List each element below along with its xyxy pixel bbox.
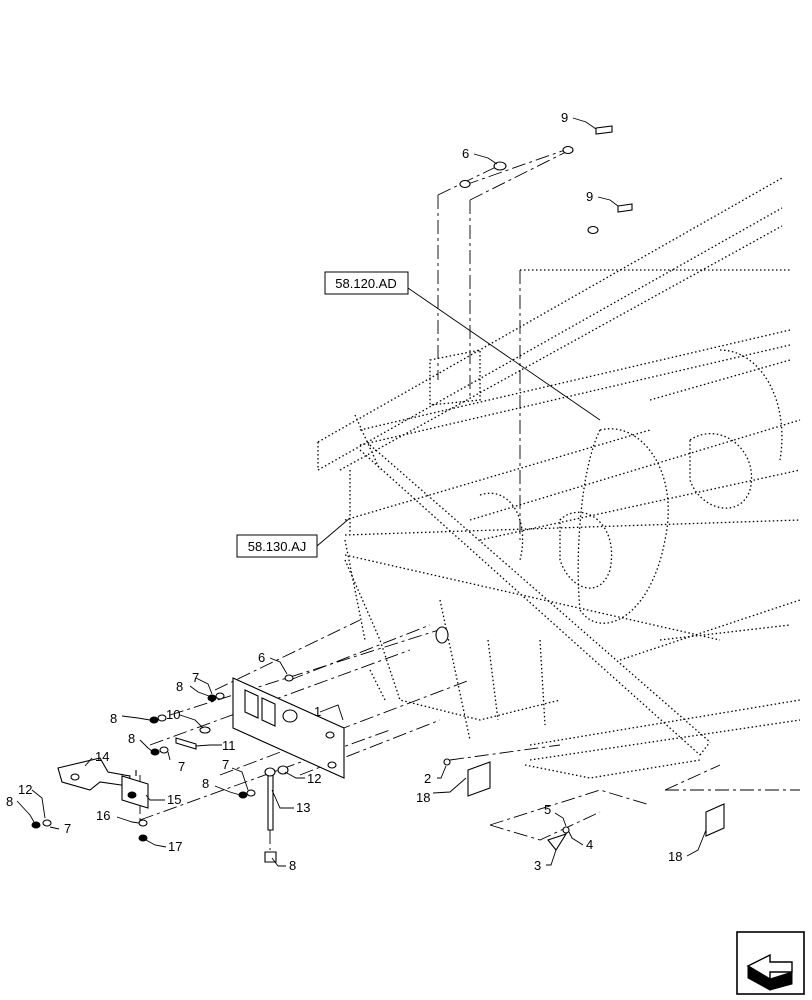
mounting-plate-1 bbox=[232, 677, 345, 779]
pin-11 bbox=[175, 737, 197, 750]
header-frame bbox=[317, 177, 801, 779]
callout-8-d: 8 bbox=[202, 776, 209, 791]
latch-handle-14 bbox=[57, 757, 131, 791]
callout-12-left: 12 bbox=[18, 782, 32, 797]
callout-2: 2 bbox=[424, 771, 431, 786]
latch-block-15 bbox=[121, 770, 149, 809]
callout-1: 1 bbox=[314, 704, 321, 719]
next-page-arrow-icon[interactable] bbox=[736, 931, 805, 995]
reference-box-58-130-aj[interactable]: 58.130.AJ bbox=[236, 534, 318, 558]
leader-58-130-aj bbox=[316, 517, 351, 547]
auger-flights bbox=[469, 349, 801, 624]
callout-leaders bbox=[16, 117, 707, 867]
threaded-rod-13 bbox=[267, 774, 274, 831]
assembly-lines bbox=[139, 149, 800, 850]
callout-18-left: 18 bbox=[416, 790, 430, 805]
bolt-9-lower bbox=[617, 203, 633, 213]
callout-7-a: 7 bbox=[192, 670, 199, 685]
callout-8-c: 8 bbox=[128, 731, 135, 746]
reference-box-58-120-ad[interactable]: 58.120.AD bbox=[324, 271, 409, 295]
small-hardware bbox=[31, 626, 570, 863]
callout-8-b: 8 bbox=[110, 711, 117, 726]
callout-10: 10 bbox=[166, 707, 180, 722]
callout-numbers: 1 2 3 4 5 6 6 7 7 7 7 8 8 8 8 8 8 9 9 10… bbox=[6, 110, 682, 873]
callout-13: 13 bbox=[296, 800, 310, 815]
reference-label: 58.120.AD bbox=[335, 276, 396, 291]
callout-11: 11 bbox=[222, 738, 236, 753]
callout-18-right: 18 bbox=[668, 849, 682, 864]
callout-8-f: 8 bbox=[289, 858, 296, 873]
callout-5: 5 bbox=[544, 802, 551, 817]
decal-18-left bbox=[467, 761, 491, 797]
callout-8-e: 8 bbox=[6, 794, 13, 809]
callout-7-b: 7 bbox=[178, 759, 185, 774]
bolt-9-upper bbox=[595, 125, 613, 135]
callout-9-lower: 9 bbox=[586, 189, 593, 204]
callout-6-upper: 6 bbox=[462, 146, 469, 161]
callout-7-c: 7 bbox=[222, 757, 229, 772]
decal-18-right bbox=[705, 803, 725, 837]
callout-8-a: 8 bbox=[176, 679, 183, 694]
callout-17: 17 bbox=[168, 839, 182, 854]
callout-16: 16 bbox=[96, 808, 110, 823]
reference-label: 58.130.AJ bbox=[248, 539, 307, 554]
callout-3: 3 bbox=[534, 858, 541, 873]
callout-14: 14 bbox=[95, 749, 109, 764]
callout-9-upper: 9 bbox=[561, 110, 568, 125]
callout-4: 4 bbox=[586, 837, 593, 852]
callout-7-d: 7 bbox=[64, 821, 71, 836]
callout-15: 15 bbox=[167, 792, 181, 807]
callout-12-right: 12 bbox=[307, 771, 321, 786]
top-hardware bbox=[459, 125, 633, 235]
decals bbox=[467, 761, 725, 837]
leader-58-120-ad bbox=[407, 287, 601, 421]
callout-6-lower: 6 bbox=[258, 650, 265, 665]
